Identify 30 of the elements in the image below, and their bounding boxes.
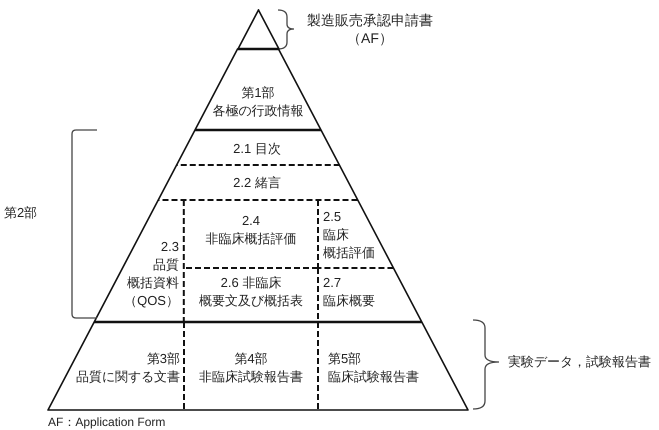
section-heading: 2.6 非臨床 [220, 274, 282, 292]
section-heading: 2.5 [322, 208, 342, 226]
section-label: 臨床概要 [322, 292, 375, 310]
section-heading: 2.3 [160, 238, 179, 256]
section-label: 臨床 [322, 226, 349, 244]
pyramid-section [182, 266, 320, 324]
section-label: 品質に関する文書 [76, 368, 180, 386]
section-label: 2.2 緒言 [233, 174, 281, 192]
section-label: （QOS） [124, 292, 179, 310]
section-label: 臨床試験報告書 [328, 368, 419, 386]
bracket-label: 製造販売承認申請書（AF） [306, 11, 434, 47]
bracket-label: 第2部 [4, 204, 38, 222]
section-heading: 第5部 [328, 350, 362, 368]
pyramid-section [92, 198, 186, 324]
section-label: 非臨床試験報告書 [199, 368, 303, 386]
section-heading: 2.7 [322, 274, 342, 292]
section-label: 概括資料 [126, 274, 179, 292]
section-label: 2.1 目次 [233, 140, 281, 158]
pyramid-apex [236, 8, 280, 51]
section-heading: 2.4 [242, 212, 260, 230]
section-label: 概要文及び概括表 [198, 292, 303, 310]
section-label: 品質 [152, 256, 179, 274]
section-label: 各極の行政情報 [212, 102, 304, 120]
section-heading: 第3部 [146, 350, 180, 368]
section-heading: 第4部 [234, 350, 268, 368]
section-heading: 第1部 [241, 84, 275, 102]
bracket-label: 実験データ，試験報告書 [508, 353, 651, 371]
section-label: 非臨床概括評価 [205, 230, 296, 248]
footnote: AF：Application Form [48, 414, 166, 430]
section-label: 概括評価 [322, 244, 375, 262]
